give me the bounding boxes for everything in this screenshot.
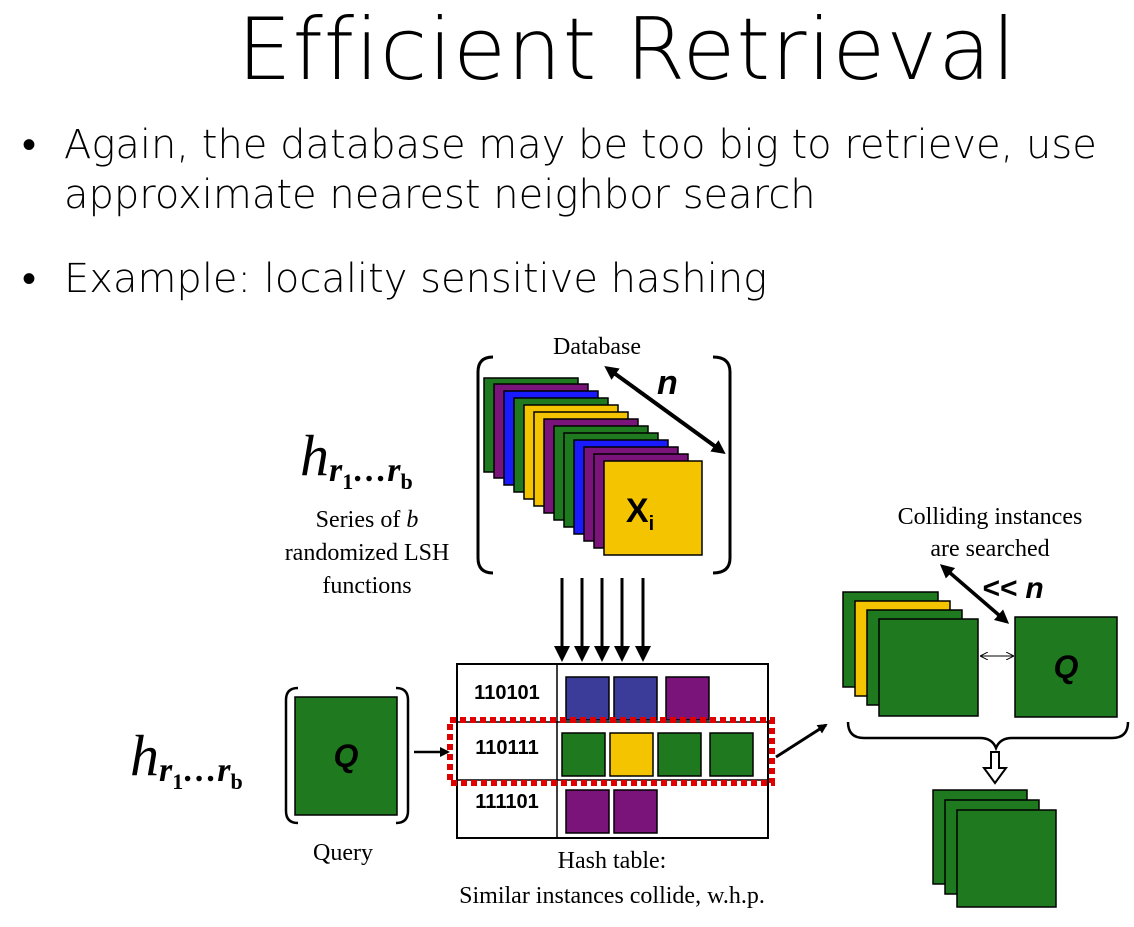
bucket-item-purple	[613, 789, 658, 834]
row-to-colliding-arrow	[775, 723, 828, 759]
colliding-stack	[842, 591, 979, 717]
database-right-bracket	[712, 355, 732, 575]
n-label: n	[657, 364, 678, 402]
database-size-arrow	[604, 365, 726, 455]
db-item-xi	[603, 460, 703, 556]
database-left-bracket	[476, 355, 494, 575]
query-box-right	[1014, 616, 1118, 718]
series-label-line-1: Series of b	[316, 507, 419, 533]
query-left-bracket	[284, 686, 299, 825]
hash-code-row-3: 111101	[475, 791, 538, 813]
database-stack	[483, 377, 703, 556]
bucket-item-purple	[565, 789, 610, 834]
query-box	[294, 696, 398, 816]
bucket-item-blue	[613, 676, 658, 721]
bullet-1-line-1: Again, the database may be too big to re…	[64, 122, 1097, 168]
hash-function-label-query: hr1…rb	[130, 723, 243, 794]
hash-code-row-2: 110111	[475, 737, 538, 759]
bucket-item-green	[561, 732, 606, 777]
bullet-2-line-1: Example: locality sensitive hashing	[64, 256, 768, 302]
hash-arrows	[554, 578, 651, 662]
colliding-item-green	[878, 618, 979, 717]
bullet-1-line-2: approximate nearest neighbor search	[64, 172, 816, 218]
colliding-label-line-2: are searched	[930, 536, 1049, 562]
colliding-brace	[846, 721, 1130, 752]
slide-title: Efficient Retrieval	[237, 0, 1017, 100]
bullet-dot: •	[22, 122, 37, 168]
bucket-item-blue	[565, 676, 610, 721]
colliding-label-line-1: Colliding instances	[898, 504, 1083, 530]
hash-table: 110101 110111 111101	[456, 663, 769, 839]
series-label-line-3: functions	[322, 573, 411, 599]
result-stack	[932, 789, 1057, 908]
query-right-bracket	[395, 686, 410, 825]
result-down-arrow	[982, 751, 1008, 785]
bullet-dot: •	[22, 256, 37, 302]
much-less-n-arrow	[939, 564, 1010, 624]
colliding-row-highlight	[447, 717, 775, 786]
query-symbol: Q	[334, 738, 359, 774]
hash-function-label-top: hr1…rb	[300, 423, 413, 494]
series-label-line-2: randomized LSH	[285, 540, 450, 566]
bucket-item-green	[657, 732, 702, 777]
hash-code-row-1: 110101	[474, 682, 540, 704]
result-item-green	[956, 809, 1057, 908]
query-symbol-right: Q	[1054, 649, 1079, 685]
hash-table-caption-line-2: Similar instances collide, w.h.p.	[459, 883, 765, 909]
database-label: Database	[553, 334, 641, 360]
hash-table-caption-line-1: Hash table:	[558, 848, 667, 874]
query-label: Query	[313, 840, 373, 866]
xi-label: Xi	[626, 492, 654, 535]
bucket-item-yellow	[609, 732, 654, 777]
much-less-n-label: << n	[982, 572, 1044, 605]
bucket-item-green	[709, 732, 754, 777]
bucket-item-purple	[665, 676, 710, 721]
